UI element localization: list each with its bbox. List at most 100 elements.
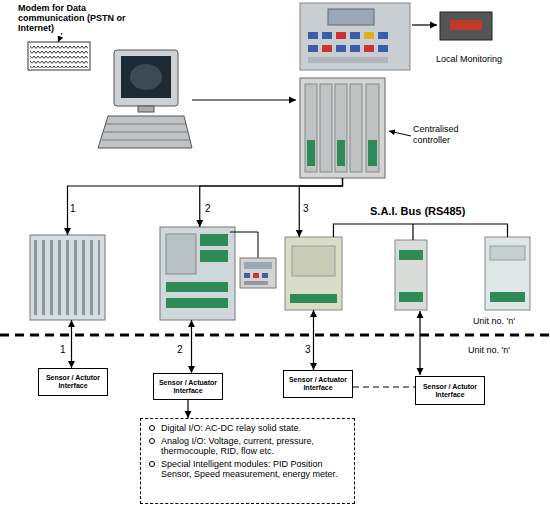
io-unit-illustration	[244, 273, 250, 278]
callout-number: 3	[305, 344, 311, 355]
monitor-display-illustration	[440, 12, 492, 40]
hmi-panel	[350, 32, 360, 39]
computer-illustration	[106, 124, 186, 125]
hmi-panel	[336, 45, 346, 52]
hmi-panel	[308, 57, 388, 63]
io-unit-illustration	[395, 240, 427, 310]
io-unit-illustration	[200, 234, 228, 246]
node-text: Sensor / Actuator Interface	[154, 379, 222, 395]
computer-illustration	[102, 140, 190, 141]
connector	[187, 400, 188, 418]
io-unit-illustration	[292, 246, 335, 276]
hmi-panel	[300, 3, 437, 70]
io-unit-illustration	[160, 227, 235, 320]
controller-unit: Centralised controller	[300, 78, 385, 178]
hmi-panel	[328, 9, 374, 25]
io-unit-illustration	[285, 237, 342, 310]
controller-illustration	[337, 140, 345, 166]
connector	[313, 310, 314, 370]
io-unit-illustration	[166, 298, 228, 308]
node-text: Unit no. 'n'	[473, 316, 515, 326]
io-unit: 2	[160, 227, 235, 320]
monitor-display: Local Monitoring	[440, 12, 492, 40]
hmi-panel	[336, 32, 346, 39]
computer-illustration	[192, 99, 296, 100]
controller-illustration	[300, 78, 385, 178]
node-text: Sensor / Actutor Interface	[39, 374, 107, 390]
controller-illustration	[335, 84, 347, 172]
monitor-display-illustration	[440, 12, 492, 40]
field-boundary	[0, 334, 550, 337]
io-unit-illustration	[399, 292, 423, 302]
io-unit-illustration	[399, 250, 423, 260]
io-unit: 3	[285, 237, 342, 310]
computer-illustration	[121, 56, 171, 98]
callout-number: 2	[177, 344, 183, 355]
interface-box: Sensor / Actutor Interface	[415, 376, 485, 405]
connector	[200, 178, 343, 227]
controller-illustration	[366, 84, 379, 172]
monitor-display-illustration	[450, 20, 482, 30]
controller-illustration	[320, 84, 332, 172]
controller-illustration	[368, 140, 377, 166]
node-text: 3	[303, 203, 309, 214]
node-text: Modem for Data communication (PSTN or In…	[18, 3, 136, 33]
controller-illustration	[305, 84, 317, 172]
node-text: Special Intelligent modules: PID Positio…	[147, 459, 348, 479]
hmi-panel	[300, 3, 410, 70]
io-unit-illustration	[166, 282, 228, 292]
modem-illustration	[58, 33, 62, 42]
node-text: Analog I/O: Voltage, current, pressure, …	[147, 436, 348, 456]
computer-illustration	[114, 50, 178, 106]
io-unit-illustration	[30, 235, 105, 320]
hmi-panel	[364, 32, 374, 39]
io-unit-illustration	[200, 250, 228, 262]
connector	[353, 386, 415, 387]
hmi-panel	[378, 32, 388, 39]
io-unit-illustration	[244, 262, 272, 269]
hmi-panel	[350, 45, 360, 52]
interface-box: Sensor / Actuator Interface	[283, 370, 353, 398]
connector	[71, 320, 72, 368]
io-unit: 1	[30, 235, 105, 320]
computer-illustration	[98, 50, 296, 148]
interface-box: Sensor / Actuator Interface	[153, 373, 223, 400]
notes-box: Digital I/O: AC-DC relay solid state. Ana…	[140, 418, 355, 504]
node-text: 2	[205, 203, 211, 214]
io-unit-illustration	[244, 281, 268, 285]
computer-illustration	[98, 116, 192, 148]
hmi-panel	[322, 32, 332, 39]
node-text: 1	[70, 203, 76, 214]
io-unit-illustration	[30, 224, 530, 320]
computer-illustration	[130, 64, 162, 90]
modem-illustration	[28, 42, 90, 70]
io-unit: Unit no. 'n'	[485, 237, 530, 310]
io-unit-illustration	[485, 237, 530, 310]
field-boundary	[0, 335, 550, 336]
hmi-panel	[364, 45, 374, 52]
node-text: Sensor / Actuator Interface	[284, 376, 352, 392]
hmi-panel	[308, 32, 318, 39]
io-unit-illustration	[490, 292, 525, 302]
connector	[299, 178, 342, 237]
node-text: Digital I/O: AC-DC relay solid state.	[147, 423, 348, 433]
bus-label: S.A.I. Bus (RS485)	[370, 205, 465, 217]
computer-illustration	[104, 132, 188, 133]
controller-illustration	[307, 140, 315, 166]
io-unit-illustration	[166, 234, 196, 274]
computer-illustration	[138, 106, 154, 112]
io-unit-illustration	[34, 240, 100, 315]
hmi-panel	[412, 24, 437, 25]
callout-number: 1	[60, 344, 66, 355]
hmi-panel	[322, 45, 332, 52]
io-unit-illustration	[290, 294, 337, 303]
controller-illustration	[350, 84, 362, 172]
modem-illustration	[28, 33, 90, 70]
controller-illustration	[300, 78, 411, 178]
io-link-arrow	[419, 311, 420, 375]
io-unit-illustration	[490, 246, 525, 260]
io-unit-illustration	[412, 224, 413, 240]
